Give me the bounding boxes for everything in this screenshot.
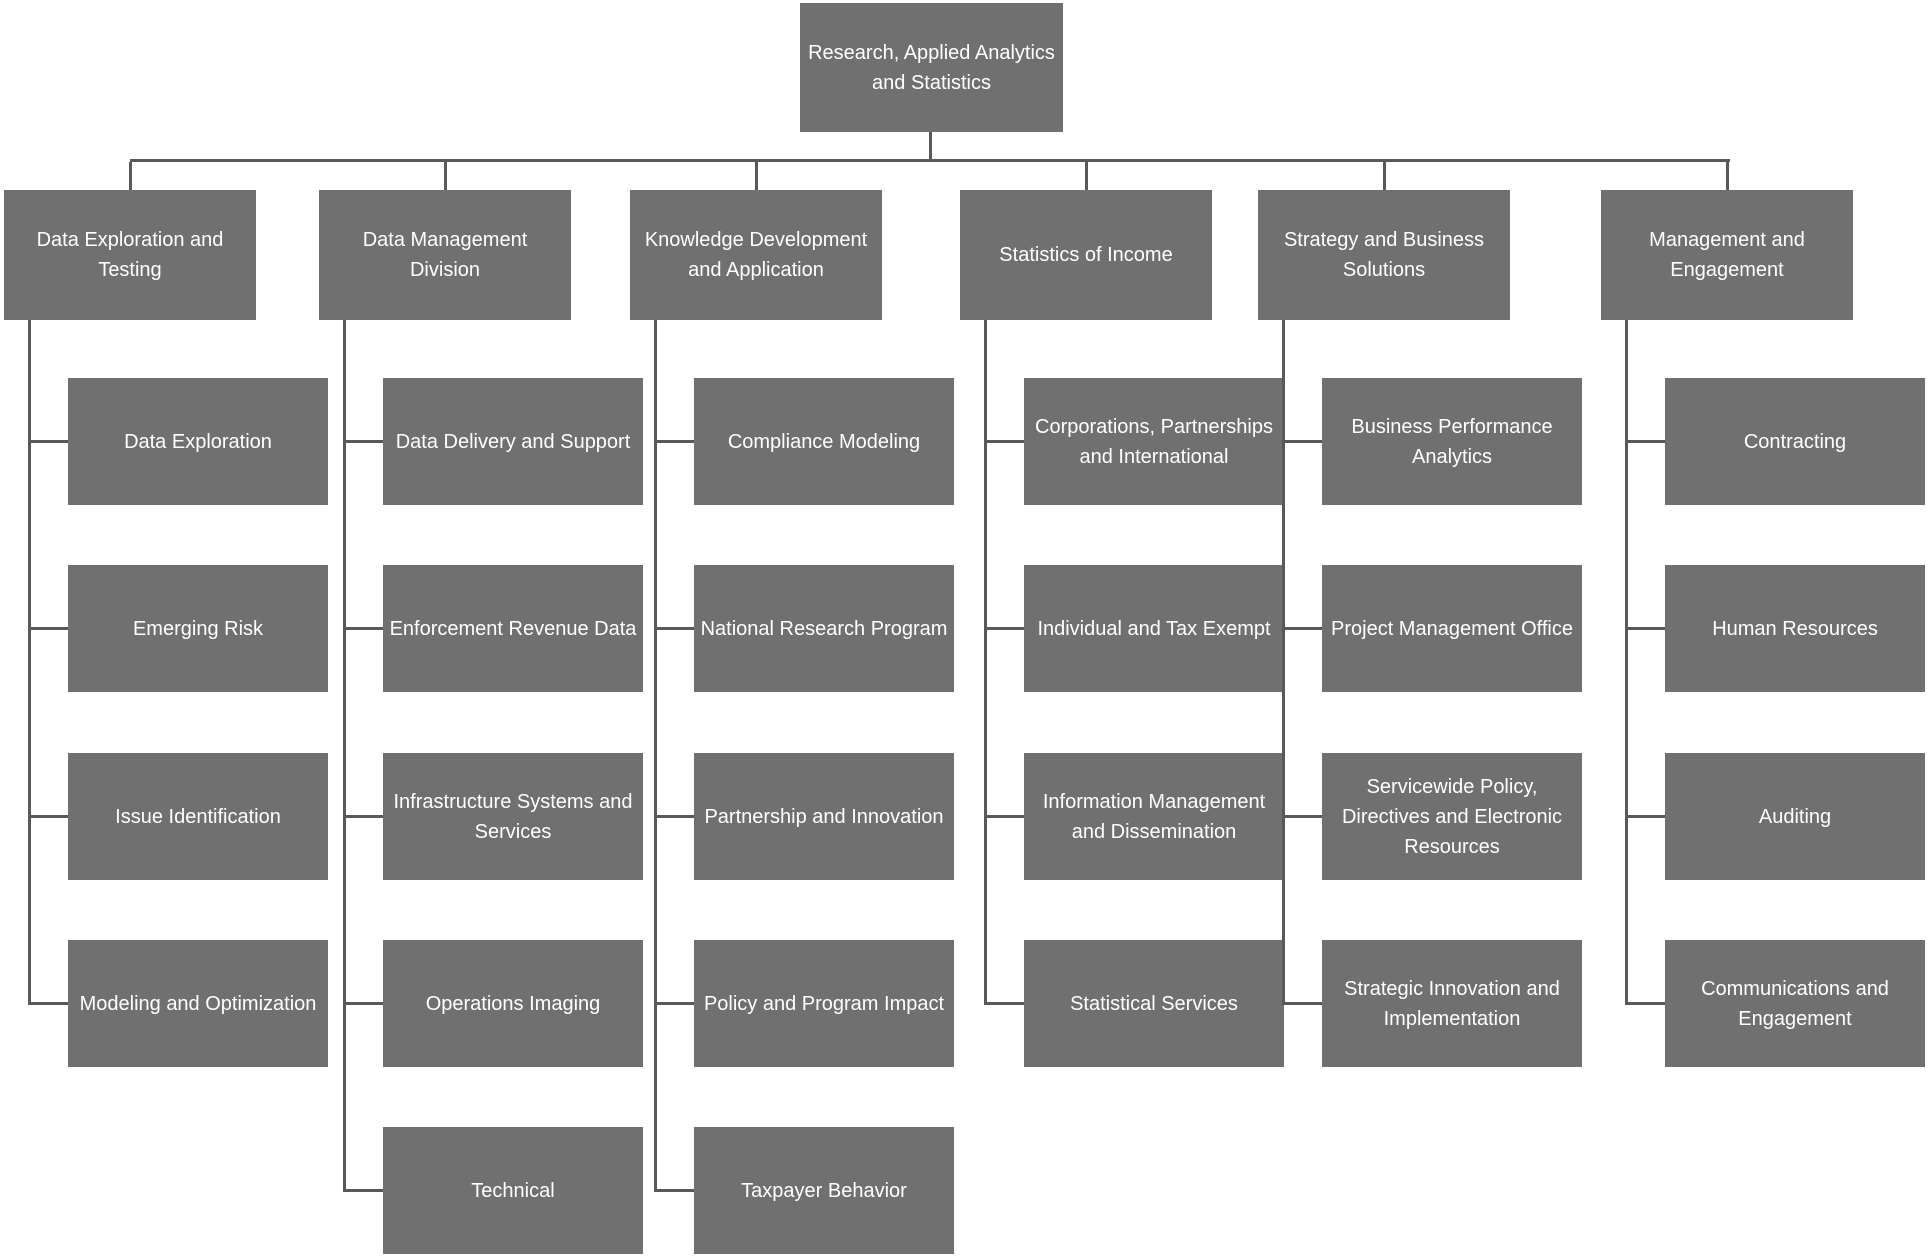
division-box-data-management-division: Data Management Division xyxy=(319,190,571,320)
unit-box-infrastructure-systems-and-services: Infrastructure Systems and Services xyxy=(383,753,643,880)
unit-box-corporations-partnerships-and-international: Corporations, Partnerships and Internati… xyxy=(1024,378,1284,505)
connector-elbow xyxy=(984,440,1024,443)
connector-elbow xyxy=(1282,627,1322,630)
unit-box-business-performance-analytics: Business Performance Analytics xyxy=(1322,378,1582,505)
connector-elbow xyxy=(984,815,1024,818)
connector-elbow xyxy=(1282,815,1322,818)
division-box-management-and-engagement: Management and Engagement xyxy=(1601,190,1853,320)
connector-elbow xyxy=(343,815,383,818)
unit-box-national-research-program: National Research Program xyxy=(694,565,954,692)
unit-box-human-resources: Human Resources xyxy=(1665,565,1925,692)
unit-box-data-delivery-and-support: Data Delivery and Support xyxy=(383,378,643,505)
unit-box-statistical-services: Statistical Services xyxy=(1024,940,1284,1067)
connector-elbow xyxy=(1282,440,1322,443)
connector-distributor xyxy=(130,159,1730,162)
connector-column-stub xyxy=(128,162,132,190)
connector-elbow xyxy=(654,627,694,630)
connector-column-stub xyxy=(1382,162,1386,190)
unit-box-strategic-innovation-and-implementation: Strategic Innovation and Implementation xyxy=(1322,940,1582,1067)
connector-elbow xyxy=(28,627,68,630)
unit-box-policy-and-program-impact: Policy and Program Impact xyxy=(694,940,954,1067)
connector-elbow xyxy=(984,1002,1024,1005)
connector-elbow xyxy=(28,815,68,818)
connector-elbow xyxy=(343,1189,383,1192)
org-box-root: Research, Applied Analytics and Statisti… xyxy=(800,3,1063,132)
division-box-knowledge-development-and-application: Knowledge Development and Application xyxy=(630,190,882,320)
unit-box-servicewide-policy-directives-and-electronic-resources: Servicewide Policy, Directives and Elect… xyxy=(1322,753,1582,880)
division-box-statistics-of-income: Statistics of Income xyxy=(960,190,1212,320)
connector-column-stub xyxy=(1725,162,1729,190)
connector-column-stub xyxy=(754,162,758,190)
connector-elbow xyxy=(1625,1002,1665,1005)
connector-elbow xyxy=(1282,1002,1322,1005)
connector-elbow xyxy=(343,440,383,443)
unit-box-compliance-modeling: Compliance Modeling xyxy=(694,378,954,505)
unit-box-emerging-risk: Emerging Risk xyxy=(68,565,328,692)
connector-elbow xyxy=(654,440,694,443)
unit-box-enforcement-revenue-data: Enforcement Revenue Data xyxy=(383,565,643,692)
connector-trunk xyxy=(1282,320,1285,1005)
connector-elbow xyxy=(1625,440,1665,443)
connector-elbow xyxy=(1625,627,1665,630)
unit-box-partnership-and-innovation: Partnership and Innovation xyxy=(694,753,954,880)
connector-trunk xyxy=(28,320,31,1005)
connector-root-stub xyxy=(928,132,932,162)
unit-box-auditing: Auditing xyxy=(1665,753,1925,880)
connector-elbow xyxy=(28,1002,68,1005)
connector-elbow xyxy=(984,627,1024,630)
connector-elbow xyxy=(343,627,383,630)
unit-box-communications-and-engagement: Communications and Engagement xyxy=(1665,940,1925,1067)
connector-elbow xyxy=(343,1002,383,1005)
unit-box-contracting: Contracting xyxy=(1665,378,1925,505)
division-box-strategy-and-business-solutions: Strategy and Business Solutions xyxy=(1258,190,1510,320)
connector-elbow xyxy=(654,1189,694,1192)
connector-trunk xyxy=(654,320,657,1193)
unit-box-individual-and-tax-exempt: Individual and Tax Exempt xyxy=(1024,565,1284,692)
connector-column-stub xyxy=(1084,162,1088,190)
unit-box-taxpayer-behavior: Taxpayer Behavior xyxy=(694,1127,954,1254)
unit-box-issue-identification: Issue Identification xyxy=(68,753,328,880)
connector-elbow xyxy=(654,815,694,818)
unit-box-data-exploration: Data Exploration xyxy=(68,378,328,505)
unit-box-technical: Technical xyxy=(383,1127,643,1254)
unit-box-information-management-and-dissemination: Information Management and Dissemination xyxy=(1024,753,1284,880)
connector-elbow xyxy=(28,440,68,443)
unit-box-operations-imaging: Operations Imaging xyxy=(383,940,643,1067)
connector-column-stub xyxy=(443,162,447,190)
connector-elbow xyxy=(1625,815,1665,818)
connector-trunk xyxy=(1625,320,1628,1005)
division-box-data-exploration-and-testing: Data Exploration and Testing xyxy=(4,190,256,320)
unit-box-project-management-office: Project Management Office xyxy=(1322,565,1582,692)
connector-elbow xyxy=(654,1002,694,1005)
connector-trunk xyxy=(984,320,987,1005)
connector-trunk xyxy=(343,320,346,1193)
unit-box-modeling-and-optimization: Modeling and Optimization xyxy=(68,940,328,1067)
